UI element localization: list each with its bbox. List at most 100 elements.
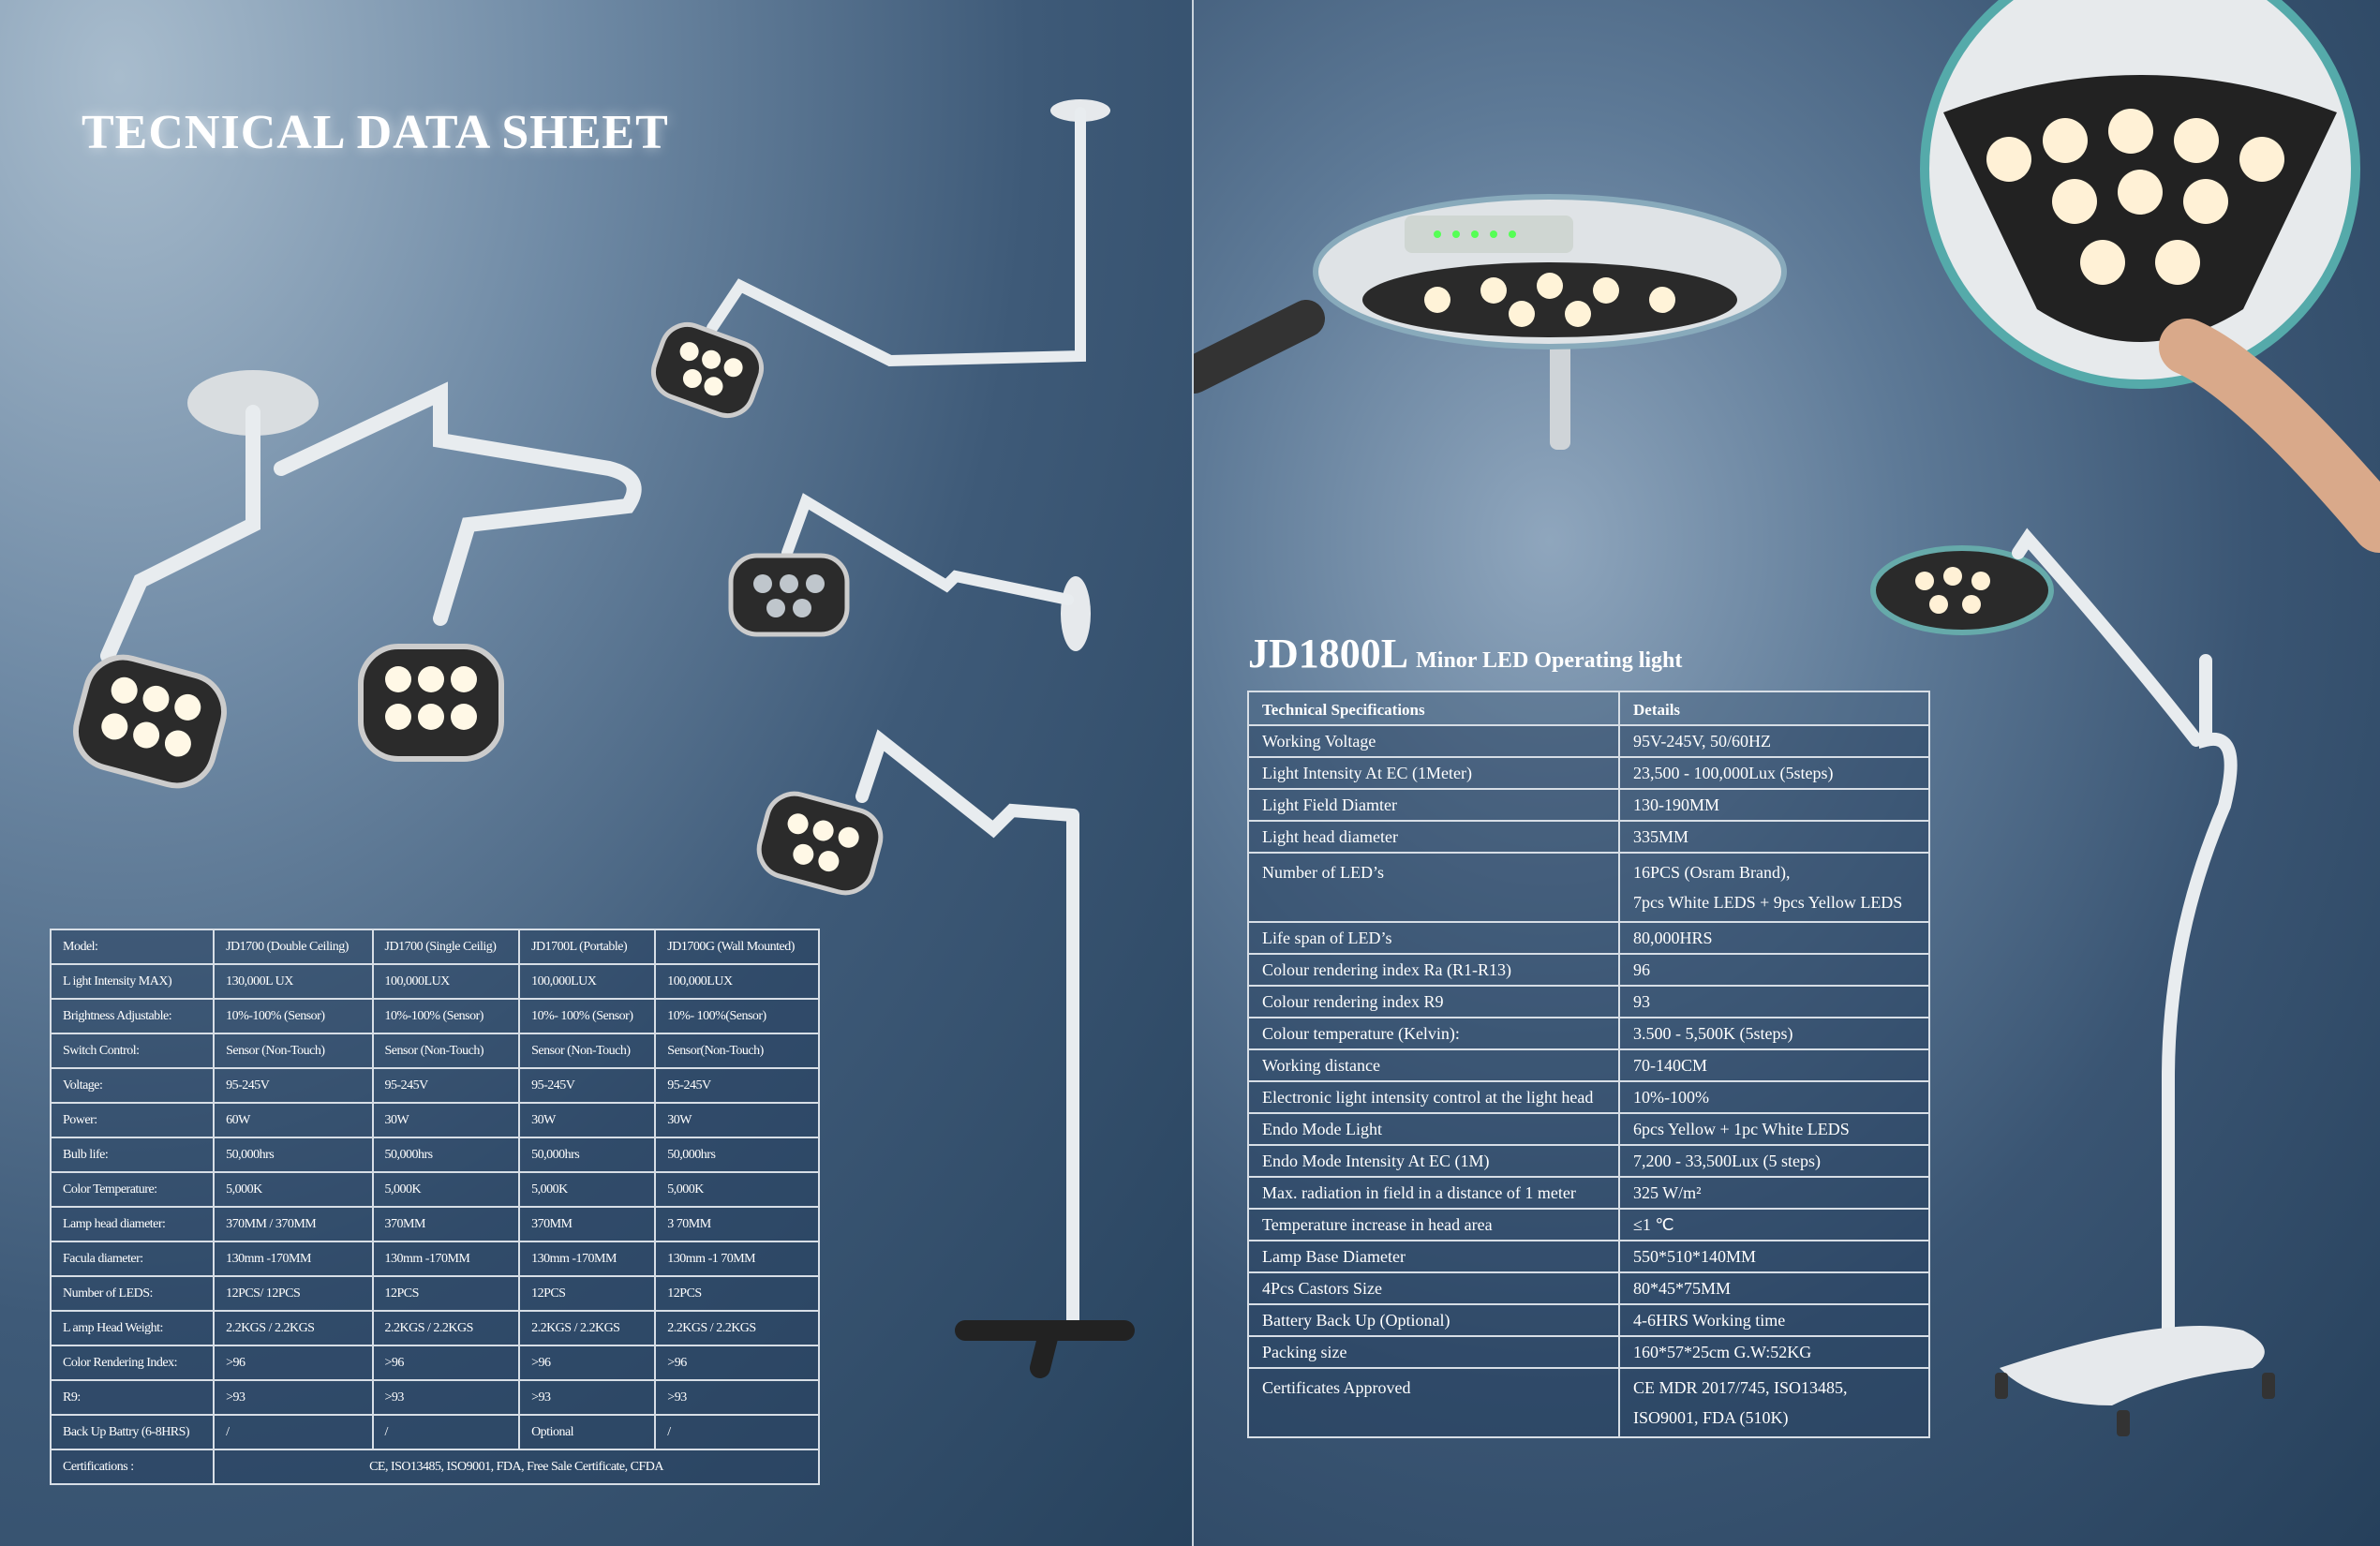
- spec-value-line: 160*57*25cm G.W:52KG: [1633, 1343, 1812, 1361]
- value-cell: >96: [371, 1345, 521, 1381]
- spec-label: Endo Mode Intensity At EC (1M): [1247, 1144, 1620, 1178]
- spec-label: 4Pcs Castors Size: [1247, 1271, 1620, 1305]
- spec-value-line: CE MDR 2017/745, ISO13485,: [1633, 1378, 1848, 1397]
- value-cell: 12PCS: [518, 1275, 657, 1312]
- value-cell: 5,000K: [371, 1171, 521, 1208]
- portable-lamp-image: [756, 729, 1135, 1378]
- floor-stand-lamp-image: [1870, 528, 2275, 1436]
- spec-value: 16PCS (Osram Brand),7pcs White LEDS + 9p…: [1618, 852, 1930, 923]
- value-cell: >93: [371, 1379, 521, 1416]
- value-cell: 370MM: [371, 1206, 521, 1242]
- spec-value-line: ≤1 ℃: [1633, 1215, 1674, 1234]
- spec-value: 96: [1618, 953, 1930, 987]
- value-cell: 12PCS/ 12PCS: [213, 1275, 374, 1312]
- label-cell: Number of LEDS:: [49, 1275, 216, 1312]
- spec-value: 6pcs Yellow + 1pc White LEDS: [1618, 1112, 1930, 1146]
- label-cell: Voltage:: [49, 1067, 216, 1104]
- spec-value-line: 95V-245V, 50/60HZ: [1633, 732, 1772, 751]
- page-divider: [1192, 0, 1194, 1546]
- header-cell: Details: [1618, 691, 1930, 726]
- table-row: Light Intensity At EC (1Meter)23,500 - 1…: [1247, 756, 1930, 790]
- label-cell: Power:: [49, 1102, 216, 1138]
- spec-value-line: 80*45*75MM: [1633, 1279, 1732, 1298]
- spec-value: 23,500 - 100,000Lux (5steps): [1618, 756, 1930, 790]
- spec-value: 325 W/m²: [1618, 1176, 1930, 1210]
- spec-label: Packing size: [1247, 1335, 1620, 1369]
- value-cell: 10%- 100%(Sensor): [654, 998, 820, 1034]
- left-page: TECNICAL DATA SHEET: [0, 0, 1192, 1546]
- label-cell: Brightness Adjustable:: [49, 998, 216, 1034]
- spec-value-line: 93: [1633, 992, 1650, 1011]
- single-ceiling-lamp-image: [651, 99, 1110, 419]
- lamp-face-closeup-image: [1920, 0, 2380, 553]
- table-row: Colour rendering index Ra (R1-R13)96: [1247, 953, 1930, 987]
- value-cell: 2.2KGS / 2.2KGS: [213, 1310, 374, 1346]
- value-cell: 30W: [518, 1102, 657, 1138]
- value-cell: 50,000hrs: [518, 1137, 657, 1173]
- value-cell: /: [213, 1414, 374, 1450]
- table-row: Color Rendering Index:>96>96>96>96: [49, 1345, 820, 1381]
- value-cell: 130,000L UX: [213, 963, 374, 1000]
- value-cell: Sensor (Non-Touch): [213, 1033, 374, 1069]
- table-row: Back Up Battry (6-8HRS)//Optional/: [49, 1414, 820, 1450]
- value-cell: 130mm -1 70MM: [654, 1241, 820, 1277]
- header-cell: JD1700 (Single Ceilig): [371, 929, 521, 965]
- value-cell: 12PCS: [654, 1275, 820, 1312]
- model-name: JD1800L: [1248, 631, 1409, 676]
- value-cell: 10%- 100% (Sensor): [518, 998, 657, 1034]
- spec-label: Max. radiation in field in a distance of…: [1247, 1176, 1620, 1210]
- table-row: Certificates Approved CE MDR 2017/745, IS…: [1247, 1367, 1930, 1438]
- header-cell: JD1700G (Wall Mounted): [654, 929, 820, 965]
- value-cell: 10%-100% (Sensor): [213, 998, 374, 1034]
- spec-value-line: 7,200 - 33,500Lux (5 steps): [1633, 1152, 1821, 1170]
- spec-value: 10%-100%: [1618, 1080, 1930, 1114]
- value-cell: 130mm -170MM: [371, 1241, 521, 1277]
- spec-value: 550*510*140MM: [1618, 1240, 1930, 1273]
- table-row: Endo Mode Intensity At EC (1M) 7,200 - 33…: [1247, 1144, 1930, 1178]
- page-title: TECNICAL DATA SHEET: [82, 106, 669, 159]
- table-row: 4Pcs Castors Size 80*45*75MM: [1247, 1271, 1930, 1305]
- lamp-head-closeup-image: [1194, 194, 1787, 450]
- spec-value: 80,000HRS: [1618, 921, 1930, 955]
- table-row: Brightness Adjustable:10%-100% (Sensor) 1…: [49, 998, 820, 1034]
- spec-value: 160*57*25cm G.W:52KG: [1618, 1335, 1930, 1369]
- value-cell: 30W: [371, 1102, 521, 1138]
- spec-label: Light head diameter: [1247, 820, 1620, 854]
- spec-label: Temperature increase in head area: [1247, 1208, 1620, 1241]
- spec-label: Colour rendering index Ra (R1-R13): [1247, 953, 1620, 987]
- value-cell: 100,000LUX: [371, 963, 521, 1000]
- value-cell: 60W: [213, 1102, 374, 1138]
- value-cell: 370MM / 370MM: [213, 1206, 374, 1242]
- value-cell: 5,000K: [213, 1171, 374, 1208]
- value-cell: 95-245V: [213, 1067, 374, 1104]
- spec-label: Certificates Approved: [1247, 1367, 1620, 1438]
- value-cell: 370MM: [518, 1206, 657, 1242]
- value-cell: 3 70MM: [654, 1206, 820, 1242]
- value-cell: 50,000hrs: [371, 1137, 521, 1173]
- label-cell: R9:: [49, 1379, 216, 1416]
- header-cell: JD1700L (Portable): [518, 929, 657, 965]
- spec-label: Battery Back Up (Optional): [1247, 1303, 1620, 1337]
- table-row: Packing size 160*57*25cm G.W:52KG: [1247, 1335, 1930, 1369]
- spec-label: Electronic light intensity control at th…: [1247, 1080, 1620, 1114]
- spec-value: ≤1 ℃: [1618, 1208, 1930, 1241]
- jd1800l-spec-table: Technical Specifications Details Working…: [1247, 691, 1930, 1438]
- table-header-row: Technical Specifications Details: [1247, 691, 1930, 726]
- header-cell: Model:: [49, 929, 216, 965]
- spec-label: Colour rendering index R9: [1247, 985, 1620, 1018]
- table-row: R9:>93>93>93>93: [49, 1379, 820, 1416]
- value-cell: /: [654, 1414, 820, 1450]
- table-row: Switch Control:Sensor (Non-Touch)Sensor …: [49, 1033, 820, 1069]
- spec-value: 335MM: [1618, 820, 1930, 854]
- spec-label: Light Field Diamter: [1247, 788, 1620, 822]
